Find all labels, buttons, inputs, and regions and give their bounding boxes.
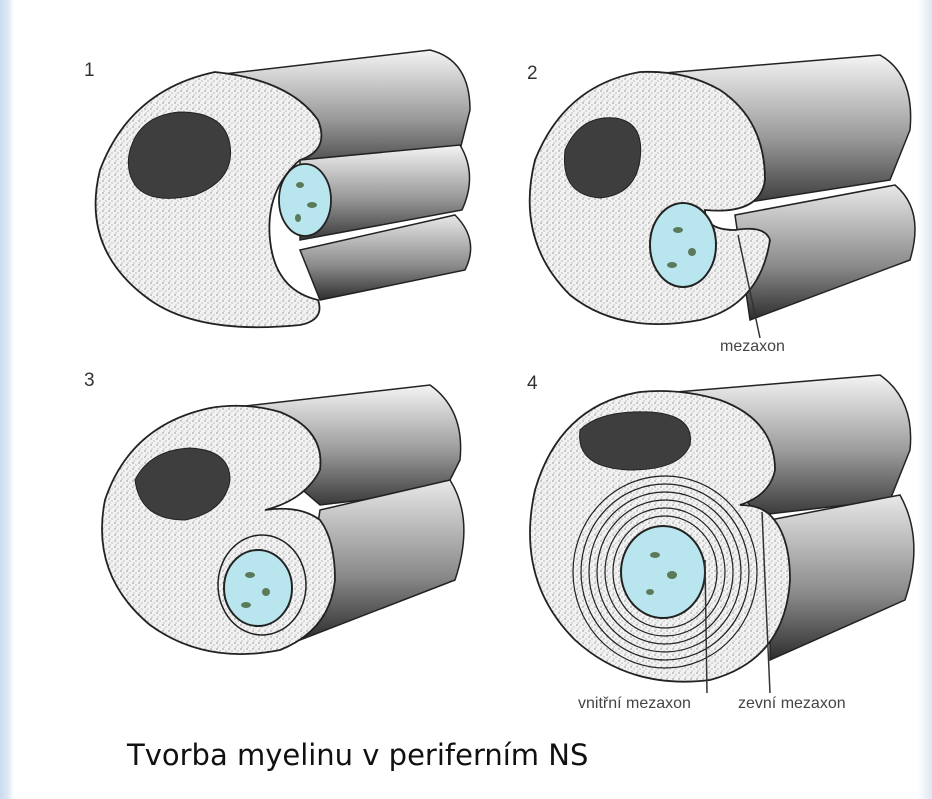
panel-4 [530, 375, 914, 693]
panel-1 [96, 50, 471, 327]
inner-mezaxon-label: vnitřní mezaxon [578, 695, 691, 713]
nucleus [580, 412, 691, 470]
axon-cross-section [279, 164, 331, 236]
axon-cross-section [650, 203, 716, 287]
panel-number-3: 3 [84, 370, 95, 392]
panel-3 [102, 385, 464, 654]
axon-cross-section [224, 550, 292, 626]
schwann-cell-face [530, 72, 770, 324]
myelination-diagram [0, 0, 932, 730]
panel-number-2: 2 [527, 63, 538, 85]
mezaxon-label: mezaxon [720, 338, 785, 356]
panel-2 [530, 55, 915, 338]
axon-cross-section [621, 526, 705, 618]
outer-mezaxon-label: zevní mezaxon [738, 695, 846, 713]
schwann-cell-tube-lower [770, 495, 914, 660]
figure-caption: Tvorba myelinu v periferním NS [127, 738, 588, 772]
panel-number-4: 4 [527, 373, 538, 395]
panel-number-1: 1 [84, 60, 95, 82]
schwann-cell-face [102, 406, 335, 654]
